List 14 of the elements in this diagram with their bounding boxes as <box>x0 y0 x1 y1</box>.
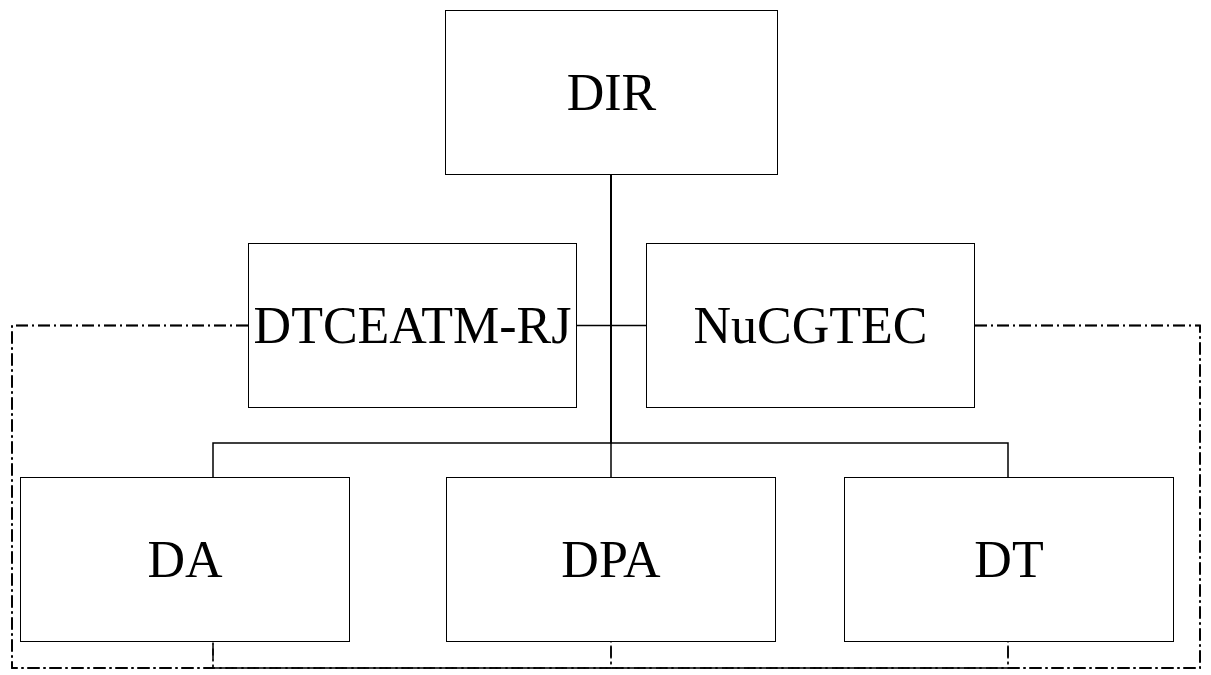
dash-dot-connector <box>974 324 1201 669</box>
box-label: DTCEATM-RJ <box>253 296 572 356</box>
org-box <box>248 243 577 408</box>
org-box <box>844 477 1174 642</box>
org-box <box>445 10 778 175</box>
org-box <box>20 477 350 642</box>
box-label: DIR <box>566 63 657 123</box>
box-label: NuCGTEC <box>693 296 928 356</box>
org-box <box>446 477 776 642</box>
box-label: DT <box>974 530 1044 590</box>
org-box <box>646 243 975 408</box>
box-label: DPA <box>561 530 661 590</box>
box-label: DA <box>147 530 223 590</box>
dash-dot-connector <box>11 324 1009 669</box>
